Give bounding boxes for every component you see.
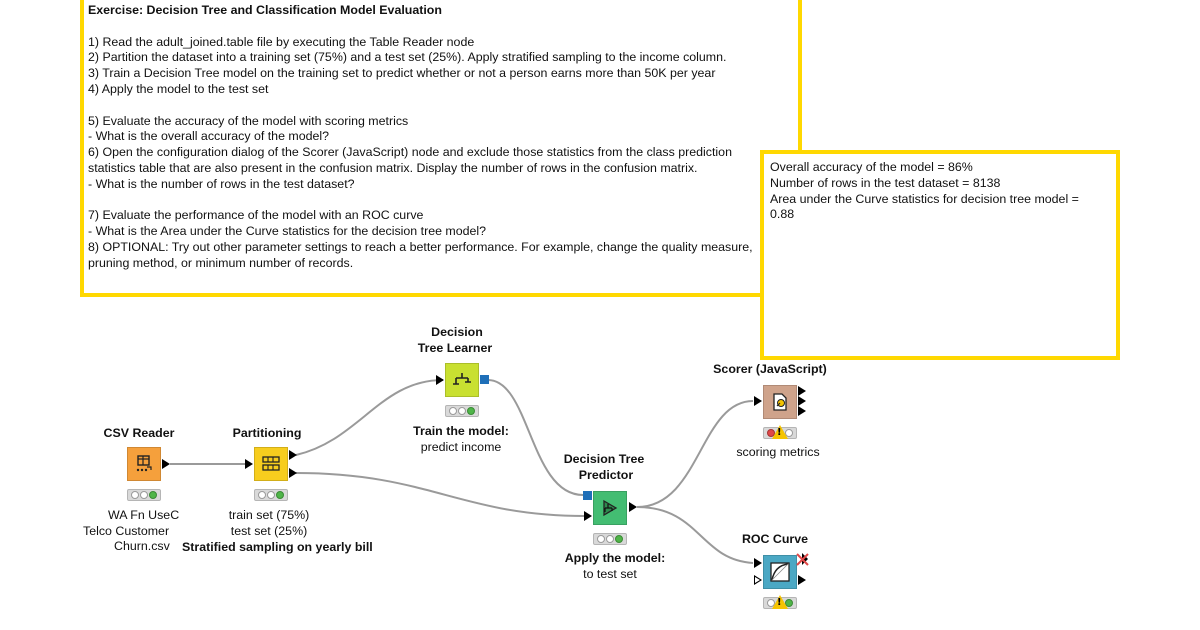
predictor-status: [593, 533, 627, 545]
answers-text: Overall accuracy of the model = 86%Numbe…: [770, 160, 1110, 223]
partition-icon[interactable]: [254, 447, 288, 481]
annotation-line: 4) Apply the model to the test set: [88, 81, 269, 96]
roc-curve-icon[interactable]: [763, 555, 797, 589]
status-lamp: [448, 407, 457, 415]
exercise-annotation[interactable]: Exercise: Decision Tree and Classificati…: [80, 0, 802, 297]
roc-output-port[interactable]: [798, 575, 806, 585]
status-lamp: [467, 407, 476, 415]
connection-partitioning-to-predictor[interactable]: [295, 472, 586, 517]
predictor-icon[interactable]: [593, 491, 627, 525]
status-lamp: [615, 535, 624, 543]
exercise-instructions: 1) Read the adult_joined.table file by e…: [88, 19, 794, 272]
partitioning-input-port[interactable]: [245, 459, 253, 469]
predictor-data-input-port[interactable]: [584, 511, 592, 521]
scorer-icon[interactable]: [763, 385, 797, 419]
node-predictor-desc: to test set: [583, 567, 637, 581]
predictor-output-port[interactable]: [629, 502, 637, 512]
node-learner-desc: predict income: [420, 440, 502, 454]
node-predictor-desc-bold: Apply the model:: [564, 551, 666, 565]
status-lamp: [257, 491, 266, 499]
annotation-line: 1) Read the adult_joined.table file by e…: [88, 34, 475, 49]
tree-icon[interactable]: [445, 363, 479, 397]
roc-optional-input-port[interactable]: [754, 575, 762, 585]
partitioning-status: [254, 489, 288, 501]
inactive-port-cross-icon: [796, 553, 809, 566]
annotation-line: 2) Partition the dataset into a training…: [88, 50, 727, 65]
node-partitioning-desc-2: test set (25%): [230, 524, 308, 538]
node-scorer-title: Scorer (JavaScript): [713, 362, 827, 376]
annotation-line: 3) Train a Decision Tree model on the tr…: [88, 66, 716, 81]
annotation-line: pruning method, or minimum number of rec…: [88, 255, 354, 270]
node-partitioning-title: Partitioning: [232, 426, 302, 440]
annotation-line: - What is the number of rows in the test…: [88, 176, 355, 191]
warning-icon[interactable]: !: [772, 425, 788, 439]
annotation-line: statistics table that are also present i…: [88, 160, 698, 175]
status-lamp: [276, 491, 285, 499]
connection-partitioning-to-learner[interactable]: [295, 379, 444, 456]
roc-input-port[interactable]: [754, 558, 762, 568]
annotation-line: - What is the Area under the Curve stati…: [88, 224, 487, 239]
status-lamp: [596, 535, 605, 543]
csv-reader-output-port[interactable]: [162, 459, 170, 469]
node-predictor-title-2: Predictor: [578, 468, 634, 482]
annotation-line: Area under the Curve statistics for deci…: [770, 191, 1079, 206]
node-predictor-title-1: Decision Tree: [563, 452, 645, 466]
desc-line: Telco Customer: [83, 523, 170, 538]
annotation-line: - What is the overall accuracy of the mo…: [88, 129, 330, 144]
annotation-line: Number of rows in the test dataset = 813…: [770, 175, 1001, 190]
partitioning-output-port-1[interactable]: [289, 450, 297, 460]
warning-icon[interactable]: !: [772, 595, 788, 609]
annotation-line: 0.88: [770, 207, 795, 222]
csv-reader-status: [127, 489, 161, 501]
node-scorer-desc: scoring metrics: [736, 445, 820, 459]
node-learner-title-1: Decision: [431, 325, 483, 339]
partitioning-output-port-2[interactable]: [289, 468, 297, 478]
annotation-line: Overall accuracy of the model = 86%: [770, 160, 973, 174]
scorer-input-port[interactable]: [754, 396, 762, 406]
learner-status: [445, 405, 479, 417]
learner-input-port[interactable]: [436, 375, 444, 385]
scorer-output-port-1[interactable]: [798, 386, 806, 396]
node-learner-title-2: Tree Learner: [417, 341, 493, 355]
connection-predictor-to-scorer[interactable]: [636, 400, 754, 508]
connection-predictor-to-roc[interactable]: [636, 506, 754, 564]
desc-line: Churn.csv: [114, 539, 170, 553]
node-partitioning-desc-3: Stratified sampling on yearly bill: [182, 540, 373, 554]
status-lamp: [266, 491, 275, 499]
node-roc-title: ROC Curve: [741, 532, 809, 546]
status-lamp: [149, 491, 158, 499]
status-lamp: [139, 491, 148, 499]
answers-annotation[interactable]: Overall accuracy of the model = 86%Numbe…: [760, 150, 1120, 360]
learner-model-output-port[interactable]: [480, 375, 489, 384]
node-csv-reader-desc: WA Fn UseC Telco Customer Churn.csv: [58, 508, 228, 555]
exercise-title: Exercise: Decision Tree and Classificati…: [88, 3, 442, 17]
node-partitioning-desc-1: train set (75%): [228, 508, 310, 522]
status-lamp: [130, 491, 139, 499]
node-csv-reader-title: CSV Reader: [103, 426, 175, 440]
annotation-line: 7) Evaluate the performance of the model…: [88, 208, 424, 223]
predictor-model-input-port[interactable]: [583, 491, 592, 500]
annotation-line: 5) Evaluate the accuracy of the model wi…: [88, 113, 409, 128]
annotation-line: 6) Open the configuration dialog of the …: [88, 145, 732, 160]
annotation-line: 8) OPTIONAL: Try out other parameter set…: [88, 239, 753, 254]
desc-line: WA Fn UseC: [108, 508, 180, 522]
status-lamp: [605, 535, 614, 543]
table-file-icon[interactable]: [127, 447, 161, 481]
scorer-output-port-2[interactable]: [798, 396, 806, 406]
node-learner-desc-bold: Train the model:: [413, 424, 509, 438]
status-lamp: [457, 407, 466, 415]
connection-learner-to-predictor[interactable]: [487, 379, 584, 496]
scorer-output-port-3[interactable]: [798, 406, 806, 416]
